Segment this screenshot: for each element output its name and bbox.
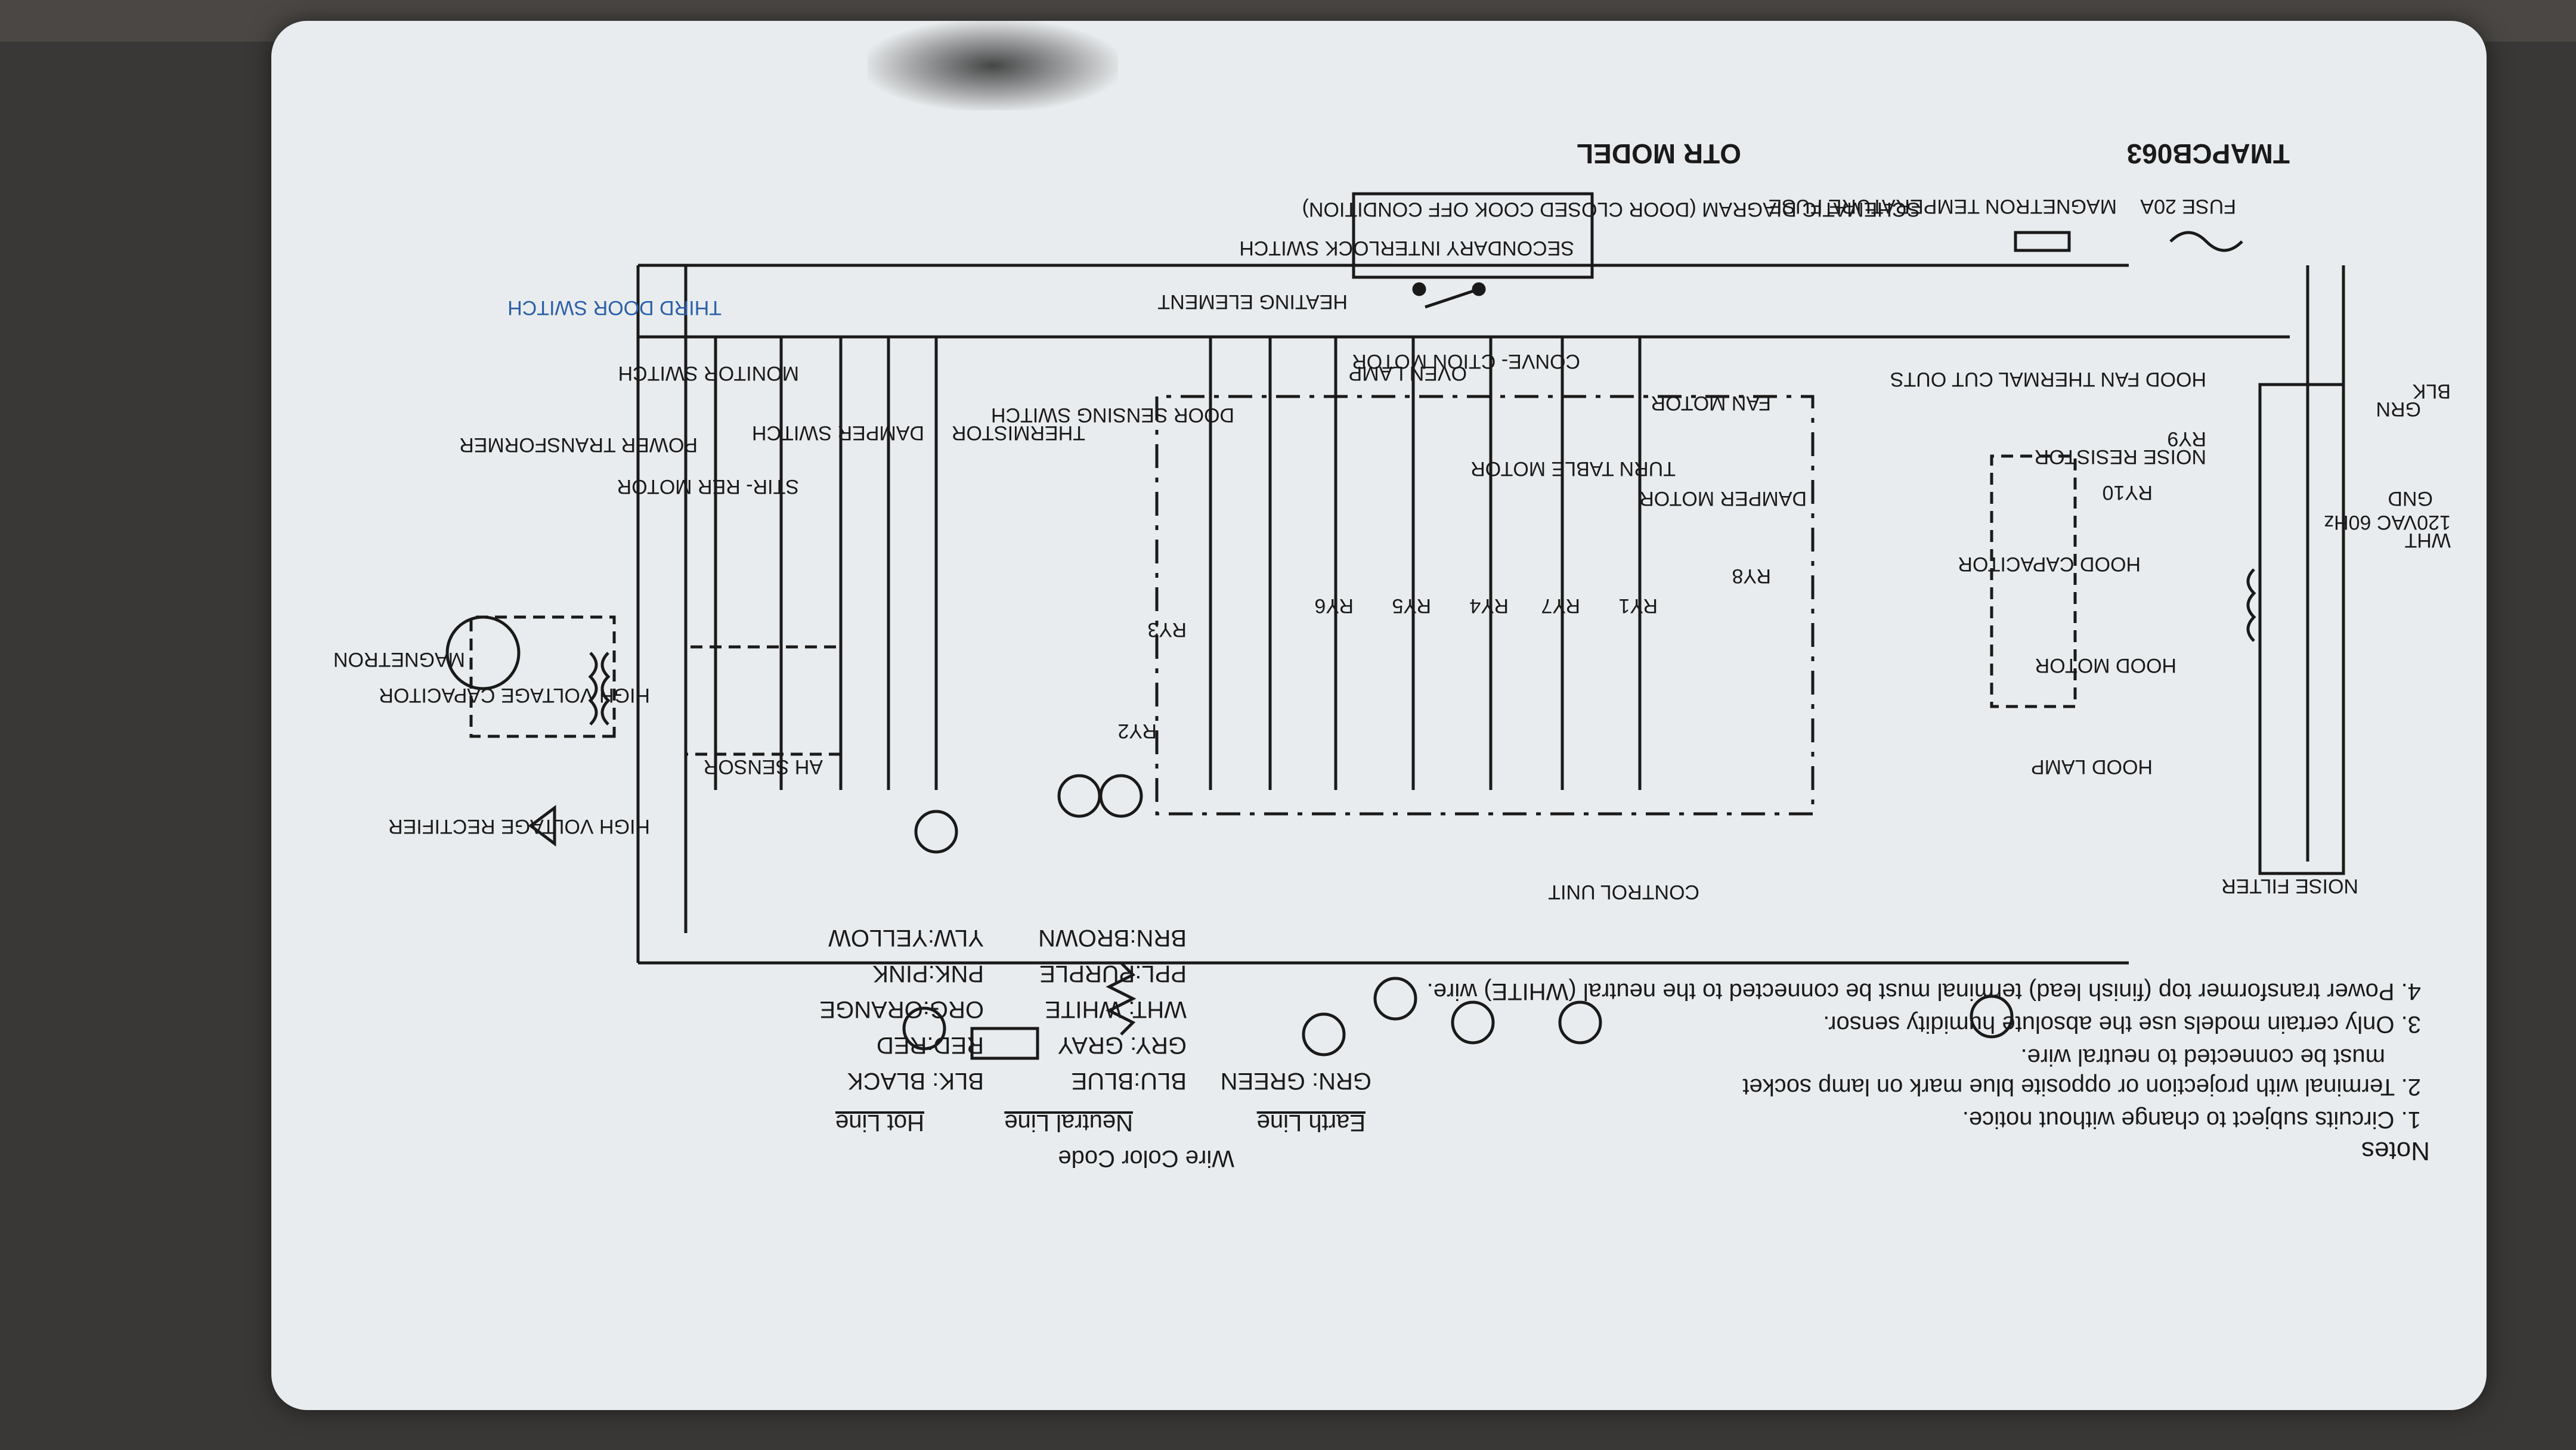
label-third-door-switch: THIRD DOOR SWITCH	[507, 296, 722, 319]
label-turntable-motor: TURN TABLE MOTOR	[1470, 457, 1676, 480]
relay-ry7-label: RY7	[1541, 594, 1580, 617]
label-stirrer-motor: STIR- RER MOTOR	[617, 475, 799, 498]
label-wht: WHT	[2404, 529, 2451, 552]
label-hood-motor: HOOD MOTOR	[2035, 654, 2176, 677]
relay-ry10-label: RY10	[2102, 481, 2153, 504]
label-grn: GRN	[2376, 398, 2421, 420]
label-monitor-switch: MONITOR SWITCH	[618, 362, 799, 385]
label-ah-sensor: AH SENSOR	[703, 755, 823, 778]
label-damper-switch: DAMPER SWITCH	[752, 422, 924, 444]
schematic-card: Notes 1. Circuits subject to change with…	[271, 21, 2487, 1410]
label-fuse: FUSE 20A	[2140, 195, 2236, 218]
relay-ry6-label: RY6	[1314, 594, 1354, 617]
stain	[868, 21, 1118, 110]
label-control-unit: CONTROL UNIT	[1548, 881, 1699, 903]
label-hood-lamp: HOOD LAMP	[2030, 755, 2153, 778]
relay-ry4-label: RY4	[1469, 594, 1509, 617]
label-hood-capacitor: HOOD CAPACITOR	[1958, 553, 2141, 575]
label-power-transformer: POWER TRANSFORMER	[459, 433, 698, 456]
label-damper-motor: DAMPER MOTOR	[1639, 487, 1807, 510]
label-oven-lamp: OVEN LAMP	[1348, 362, 1467, 385]
label-hv-rectifier: HIGH VOLTAGE RECTIFIER	[388, 815, 650, 838]
relay-ry5-label: RY5	[1392, 594, 1431, 617]
schematic-diagram	[445, 192, 2345, 1060]
relay-ry8-label: RY8	[1732, 565, 1771, 587]
label-gnd: GND	[2388, 487, 2433, 510]
relay-ry1-label: RY1	[1618, 594, 1658, 617]
label-secondary-interlock: SECONDARY INTERLOCK SWITCH	[1239, 237, 1574, 259]
relay-ry2-label: RY2	[1117, 720, 1157, 742]
rotated-sheet: Notes 1. Circuits subject to change with…	[271, 21, 2487, 1410]
relay-ry3-label: RY3	[1147, 618, 1187, 641]
label-hv-capacitor: HIGH VOLTAGE CAPACITOR	[379, 684, 650, 707]
relay-ry9-label: RY9	[2167, 427, 2206, 450]
label-magnetron: MAGNETRON	[333, 648, 465, 671]
label-noise-filter: NOISE FILTER	[2221, 875, 2358, 897]
label-mag-temp-fuse: MAGNETRON TEMPERATURE FUSE	[1768, 195, 2117, 218]
label-fan-motor: FAN MOTOR	[1651, 392, 1772, 414]
label-thermistor: THERMISTOR	[951, 422, 1085, 444]
label-hood-fan-thermal: HOOD FAN THERMAL CUT OUTS	[1890, 368, 2206, 391]
label-heating-element: HEATING ELEMENT	[1157, 290, 1348, 313]
